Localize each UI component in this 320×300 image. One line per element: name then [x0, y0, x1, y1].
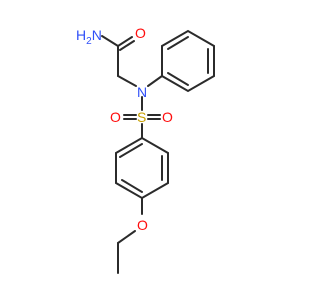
sulfonyl-o-right-label: O [162, 109, 173, 125]
phenyl-double-1 [167, 36, 189, 50]
sulfonamide-n-label: N [137, 84, 147, 100]
molecule-diagram: H2N O N S O O O [76, 25, 215, 274]
carbonyl-o-label: O [135, 25, 146, 41]
ether-o-label: O [137, 217, 148, 233]
benzene-double-2 [121, 179, 143, 193]
benzene-ring [115, 136, 169, 200]
sulfonyl-o-left-label: O [110, 109, 121, 125]
bond-c-o-a [117, 36, 133, 47]
bond-o-ch2 [117, 230, 136, 244]
bond-nh2-c [101, 35, 119, 47]
bond-n-phenyl [147, 75, 163, 87]
phenyl-ring [161, 29, 215, 93]
phenyl-double-3 [167, 72, 189, 86]
benzene-double-1 [119, 143, 143, 158]
atom-labels: H2N O N S O O O [76, 25, 173, 233]
sulfur-label: S [137, 109, 146, 125]
bond-c-o-b [119, 40, 135, 51]
bond-ch2-n [117, 75, 137, 87]
amine-n-label: H2N [76, 27, 102, 47]
bond-lines [101, 29, 215, 274]
